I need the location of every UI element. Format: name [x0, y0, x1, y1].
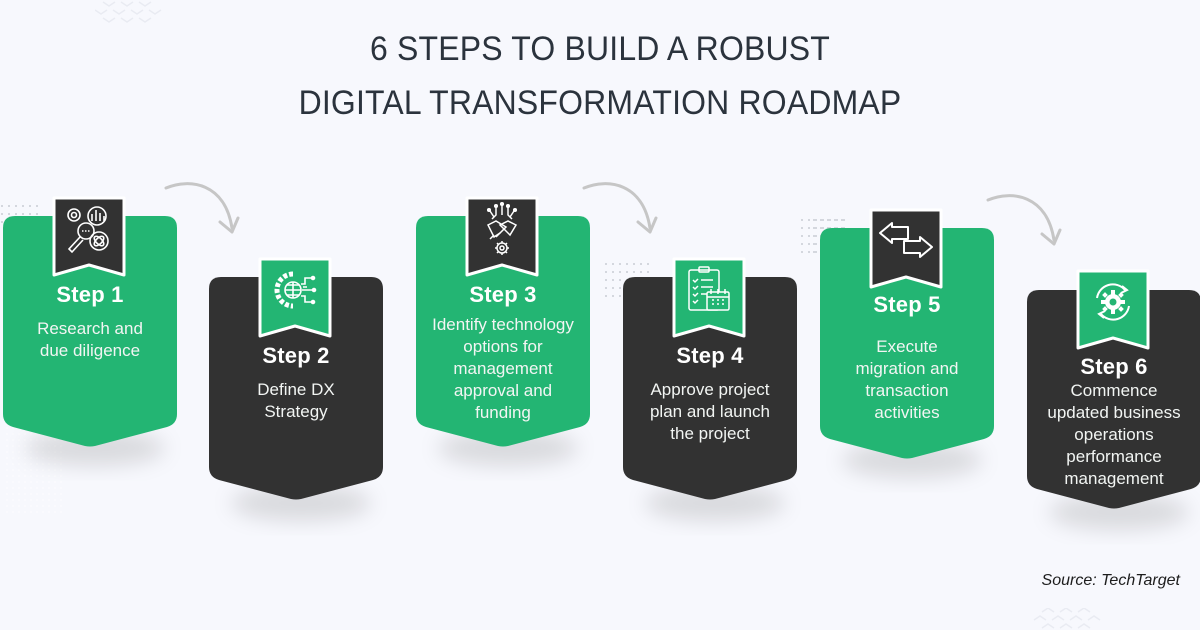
- page-title-line-2: DIGITAL TRANSFORMATION ROADMAP: [298, 84, 902, 122]
- step-description: Define DX Strategy: [257, 380, 335, 421]
- step-5-icon-badge: [868, 207, 944, 293]
- decorative-chevron-pattern: [95, 1, 162, 23]
- card-shape: [209, 277, 383, 527]
- gear-cycle-icon: [1096, 283, 1130, 321]
- step-label: Step 5: [873, 292, 941, 317]
- step-label: Step 1: [56, 282, 124, 307]
- step-2-icon-badge: [257, 256, 333, 342]
- step-description: Research and due diligence: [37, 319, 143, 360]
- gear-globe-network-icon: [274, 271, 317, 309]
- step-label: Step 2: [262, 343, 330, 368]
- source-attribution: Source: TechTarget: [1041, 572, 1180, 589]
- decorative-chevron-pattern: [1033, 608, 1101, 629]
- step-4-icon-badge: [671, 256, 747, 342]
- curved-arrow-icon: [582, 182, 658, 234]
- step-description: Commence updated business operations per…: [1047, 381, 1181, 488]
- step-6-icon-badge: [1075, 268, 1151, 354]
- step-description: Approve project plan and launch the proj…: [649, 380, 771, 443]
- step-label: Step 3: [469, 282, 537, 307]
- step-card-4: Step 4 Approve project plan and launch t…: [623, 277, 797, 527]
- curved-arrow-icon: [986, 194, 1062, 246]
- step-1-icon-badge: [51, 195, 127, 281]
- checklist-calendar-icon: [688, 266, 730, 311]
- card-shape: [820, 228, 994, 478]
- step-description: Identify technology options for manageme…: [432, 315, 574, 422]
- card-shape: [623, 277, 797, 527]
- step-card-5: Step 5 Execute migration and transaction…: [820, 228, 994, 478]
- step-card-1: Step 1 Research and due diligence: [3, 216, 177, 466]
- card-shape: [3, 216, 177, 466]
- card-shape: [416, 216, 590, 466]
- page-title-line-1: 6 STEPS TO BUILD A ROBUST: [369, 30, 830, 68]
- card-shape: [1027, 290, 1200, 540]
- step-description: Execute migration and transaction activi…: [855, 337, 959, 422]
- research-analysis-icon: [67, 206, 109, 254]
- handshake-tech-icon: [486, 201, 518, 255]
- curved-arrow-icon: [164, 182, 240, 234]
- step-card-2: Step 2 Define DX Strategy: [209, 277, 383, 527]
- step-card-3: Step 3 Identify technology options for m…: [416, 216, 590, 466]
- step-3-icon-badge: [464, 195, 540, 281]
- step-card-6: Step 6 Commence updated business operati…: [1027, 290, 1200, 540]
- step-label: Step 6: [1080, 354, 1148, 379]
- exchange-arrows-icon: [879, 222, 933, 258]
- step-label: Step 4: [676, 343, 744, 368]
